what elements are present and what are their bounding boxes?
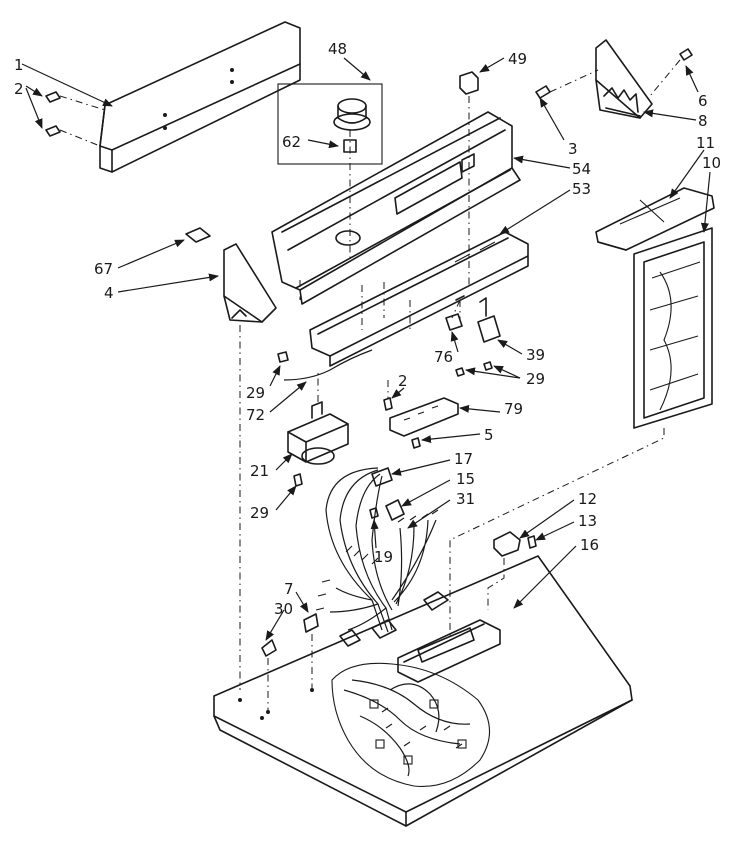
callout-62: 62: [282, 133, 301, 151]
callout-29-right: 29: [526, 370, 545, 388]
part-79-terminal-block: [389, 397, 459, 437]
part-21-timer: [287, 372, 349, 465]
callout-31: 31: [456, 490, 475, 508]
base-top-panel: [213, 555, 633, 827]
dash-lines-base: [299, 280, 665, 640]
callout-3: 3: [568, 140, 578, 158]
dash-line-part-12: [487, 558, 505, 610]
part-31-harness: [315, 467, 439, 633]
callout-17: 17: [454, 450, 473, 468]
part-48-knob-assembly: [277, 83, 383, 260]
callout-6: 6: [698, 92, 708, 110]
callout-labels: 1 2 48 49 6 62 3 8 54 53 11 10 67 4 76 3…: [14, 40, 721, 618]
callout-16: 16: [580, 536, 599, 554]
callout-48: 48: [328, 40, 347, 58]
callout-21: 21: [250, 462, 269, 480]
callout-30: 30: [274, 600, 293, 618]
part-7-clip: [303, 613, 319, 690]
callout-39: 39: [526, 346, 545, 364]
part-29-screws-right: [455, 295, 493, 377]
callout-4: 4: [104, 284, 114, 302]
callout-29-lower: 29: [250, 504, 269, 522]
callout-15: 15: [456, 470, 475, 488]
part-30-clip: [261, 639, 277, 712]
callout-10: 10: [702, 154, 721, 172]
callout-2-mid: 2: [398, 372, 408, 390]
callout-11: 11: [696, 134, 715, 152]
part-49-clip: [459, 71, 479, 285]
part-67-clip: [185, 227, 241, 690]
part-13-screw: [527, 535, 537, 549]
part-72-wire: [277, 349, 373, 381]
part-54-console: [271, 111, 521, 305]
callout-13: 13: [578, 512, 597, 530]
part-4-end-cap: [223, 243, 277, 323]
part-76-switch: [445, 299, 463, 331]
callout-29-left: 29: [246, 384, 265, 402]
part-15-clip: [385, 499, 405, 521]
part-2-screws: [45, 91, 106, 147]
callout-7: 7: [284, 580, 294, 598]
part-5-screw: [411, 437, 421, 449]
dash-lines-console: [361, 282, 461, 330]
callout-54: 54: [572, 160, 591, 178]
callout-49: 49: [508, 50, 527, 68]
callout-79: 79: [504, 400, 523, 418]
callout-1: 1: [14, 56, 24, 74]
part-17-connector: [371, 467, 393, 487]
callout-72: 72: [246, 406, 265, 424]
part-1-rear-bracket: [99, 21, 301, 173]
part-11-lint-cover: [595, 187, 715, 251]
part-2-screw-mid: [383, 380, 393, 411]
callout-12: 12: [578, 490, 597, 508]
callout-67: 67: [94, 260, 113, 278]
leader-lines: [21, 57, 711, 641]
part-3-screw: [535, 69, 599, 99]
part-12-bracket: [493, 531, 521, 557]
part-10-lint-screen: [633, 227, 713, 429]
callout-76: 76: [434, 348, 453, 366]
callout-19: 19: [374, 548, 393, 566]
part-6-screw: [649, 48, 693, 97]
callout-8: 8: [698, 112, 708, 130]
part-19-screw: [369, 507, 379, 519]
part-53-channel: [309, 231, 529, 367]
callout-53: 53: [572, 180, 591, 198]
part-29-screw-lower-left: [293, 473, 303, 487]
callout-5: 5: [484, 426, 494, 444]
part-8-end-cap: [595, 39, 653, 119]
callout-2: 2: [14, 80, 24, 98]
part-39-switch: [477, 297, 501, 343]
